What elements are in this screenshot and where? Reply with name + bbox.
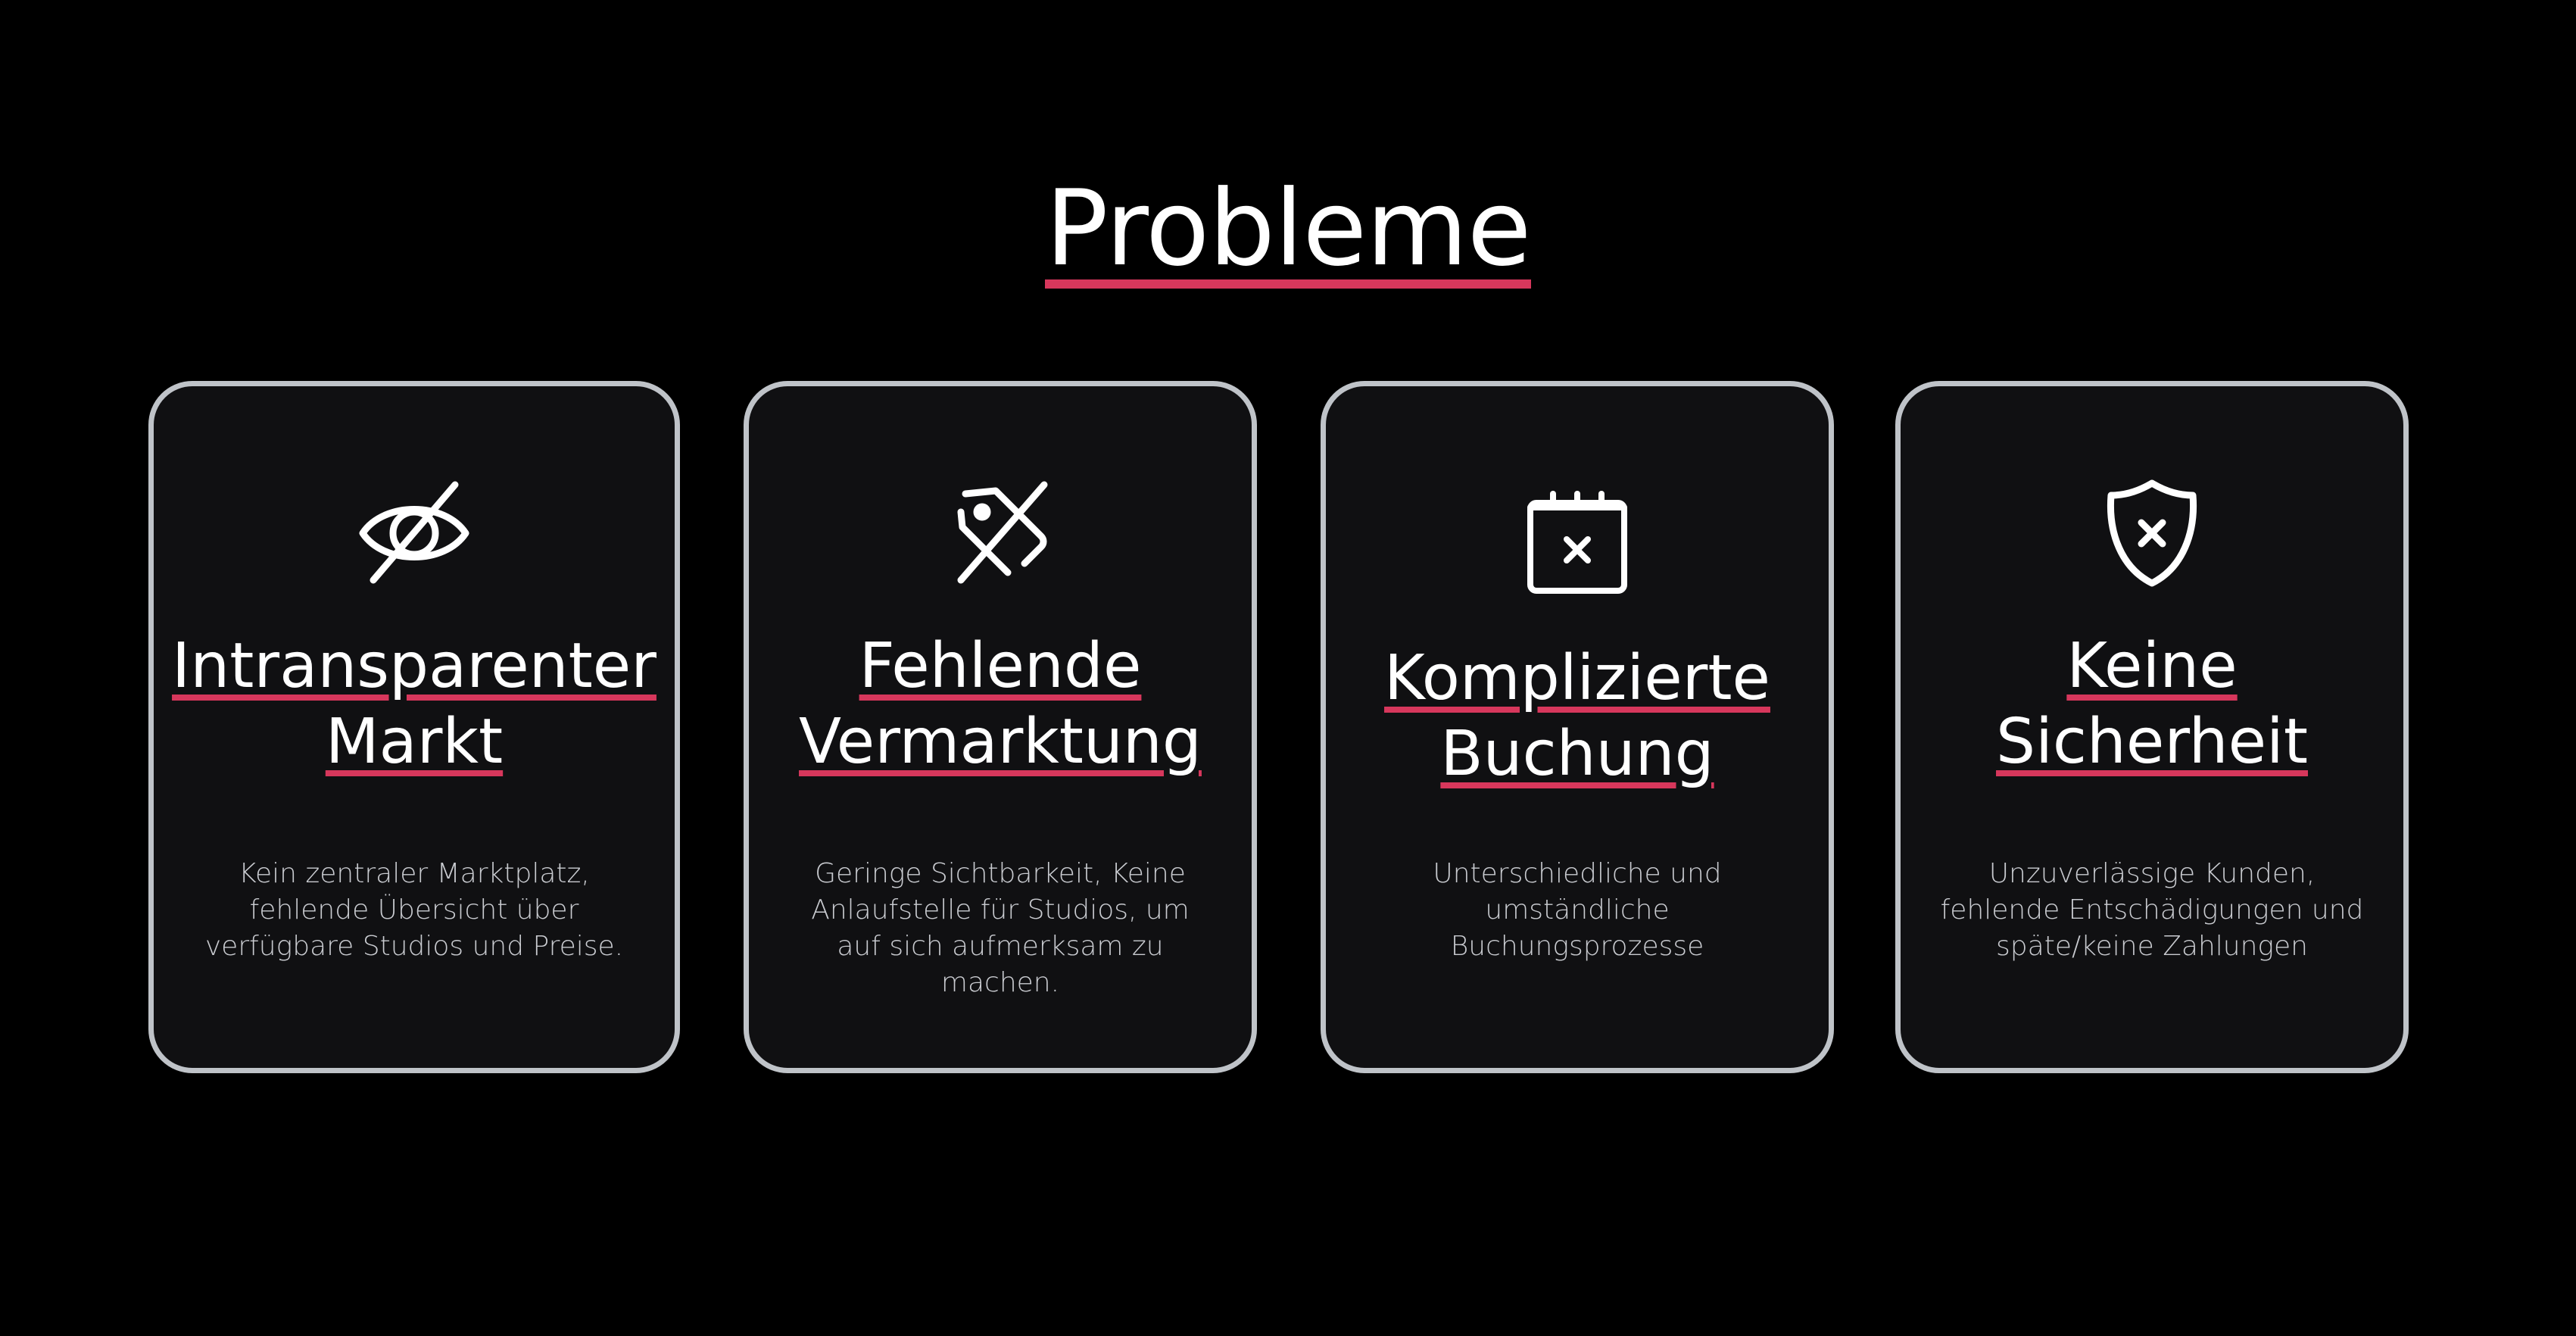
- card-title-line: Komplizierte: [1384, 642, 1770, 714]
- tag-off-icon: [940, 473, 1061, 594]
- problem-card-missing-marketing: Fehlende Vermarktung Geringe Sichtbarkei…: [744, 381, 1257, 1073]
- card-description: Unterschiedliche und umständliche Buchun…: [1433, 858, 1722, 962]
- card-title-line: Markt: [325, 706, 504, 778]
- card-title-line: Intransparenter: [172, 630, 656, 702]
- card-title-line: Sicherheit: [1996, 706, 2308, 778]
- card-title-line: Fehlende: [859, 630, 1142, 702]
- shield-x-icon: [2091, 473, 2213, 594]
- card-title-line: Keine: [2066, 630, 2238, 702]
- calendar-x-icon: [1517, 485, 1638, 606]
- card-description: Unzuverlässige Kunden, fehlende Entschäd…: [1940, 858, 2364, 962]
- card-description: Kein zentraler Marktplatz, fehlende Über…: [204, 858, 624, 962]
- card-title: Keine Sicherheit: [1916, 629, 2388, 780]
- page-title-text: Probleme: [1045, 167, 1532, 289]
- page-title: Probleme: [0, 168, 2576, 289]
- card-title: Fehlende Vermarktung: [764, 629, 1237, 780]
- card-title: Intransparenter Markt: [169, 629, 660, 780]
- problem-card-intransparent-market: Intransparenter Markt Kein zentraler Mar…: [148, 381, 680, 1073]
- problem-card-complicated-booking: Komplizierte Buchung Unterschiedliche un…: [1321, 381, 1834, 1073]
- eye-off-icon: [354, 473, 475, 594]
- problem-card-no-security: Keine Sicherheit Unzuverlässige Kunden, …: [1895, 381, 2409, 1073]
- card-title-line: Buchung: [1440, 718, 1714, 790]
- card-description: Geringe Sichtbarkeit, Keine Anlaufstelle…: [811, 858, 1190, 998]
- card-title: Komplizierte Buchung: [1341, 641, 1813, 792]
- card-title-line: Vermarktung: [799, 706, 1202, 778]
